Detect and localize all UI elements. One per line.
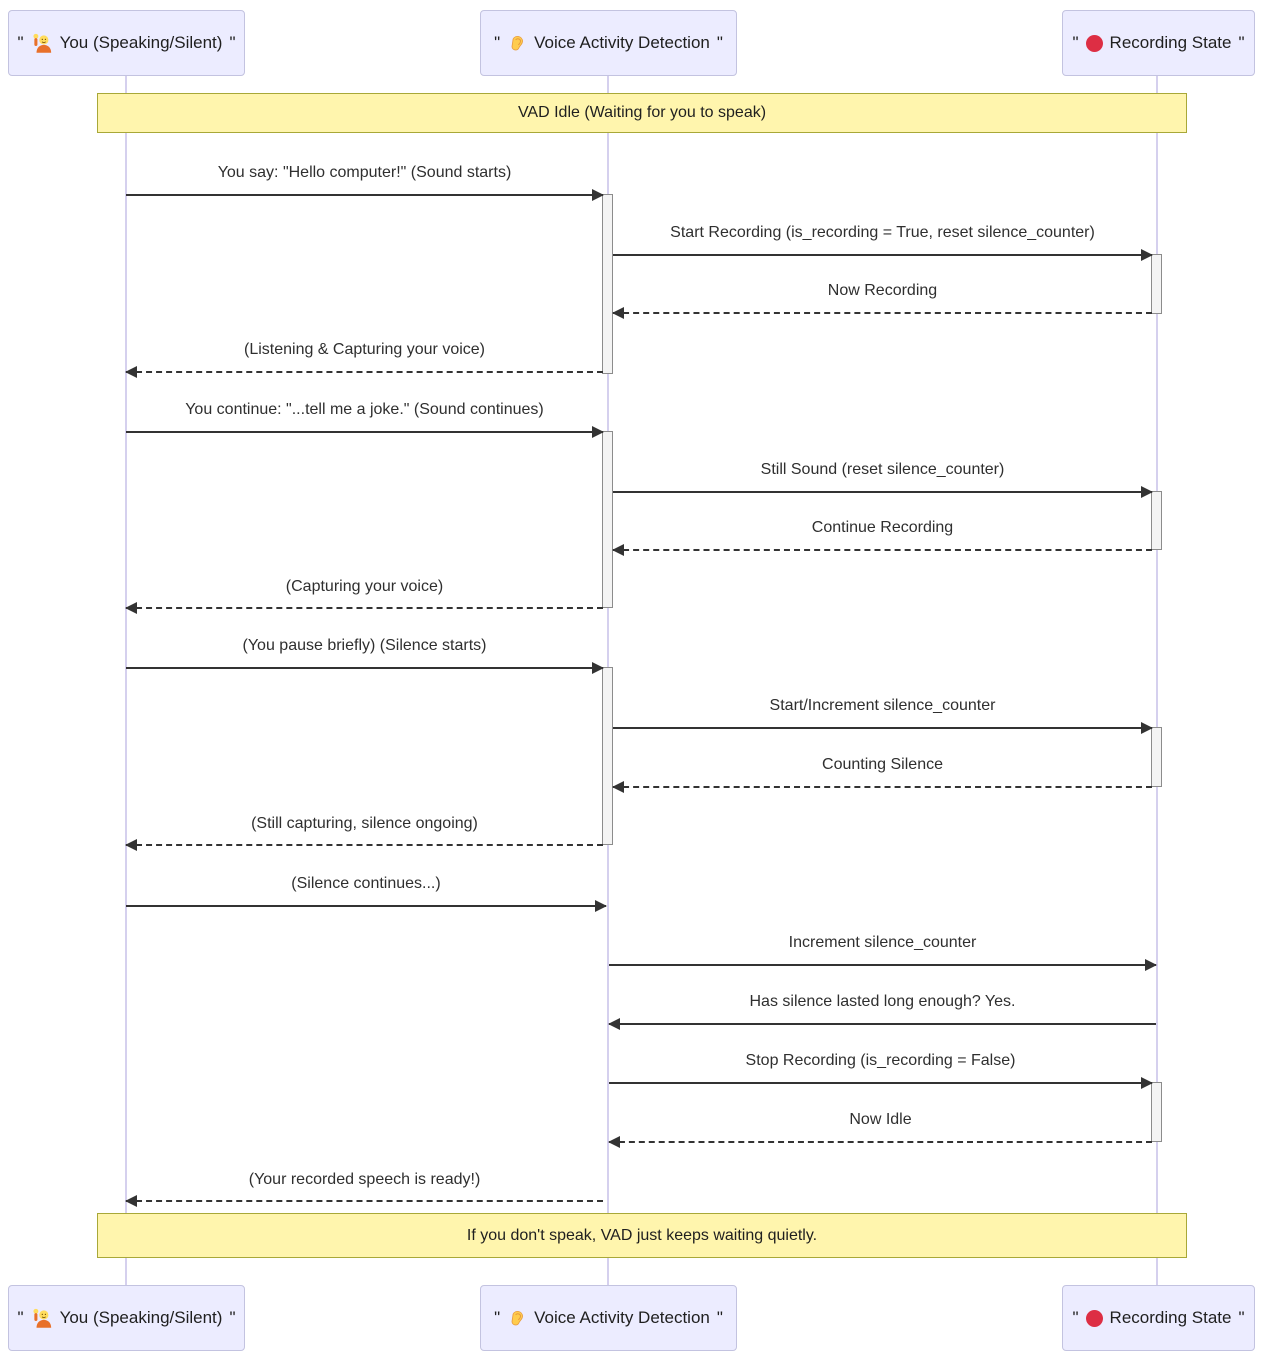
close-quote: " xyxy=(716,33,723,52)
note-text: VAD Idle (Waiting for you to speak) xyxy=(517,104,767,121)
message-label: (You pause briefly) (Silence starts) xyxy=(242,637,487,654)
message-label: You continue: "...tell me a joke." (Soun… xyxy=(185,401,544,418)
arrowhead-icon xyxy=(125,602,137,614)
open-quote: " xyxy=(1072,33,1079,52)
arrowhead-icon xyxy=(1141,486,1153,498)
activation-bar-recording xyxy=(1151,727,1162,787)
message-label: Counting Silence xyxy=(822,756,943,773)
participant-label: Recording State xyxy=(1109,33,1232,52)
message-arrow xyxy=(608,1136,1152,1148)
arrowhead-icon xyxy=(612,781,624,793)
message-arrow xyxy=(612,307,1152,319)
close-quote: " xyxy=(1238,33,1245,52)
close-quote: " xyxy=(229,1308,236,1327)
lifeline-recording xyxy=(1156,76,1158,1285)
arrowhead-icon xyxy=(125,1195,137,1207)
participant-box-vad-bottom: " Voice Activity Detection " xyxy=(480,1285,737,1351)
participant-label: Voice Activity Detection xyxy=(534,33,710,52)
message-arrow xyxy=(613,486,1153,498)
message-arrow xyxy=(125,366,603,378)
message-label: (Your recorded speech is ready!) xyxy=(248,1171,481,1188)
arrowhead-icon xyxy=(608,1136,620,1148)
participant-box-vad-top: " Voice Activity Detection " xyxy=(480,10,737,76)
participant-label: You (Speaking/Silent) xyxy=(59,1308,223,1327)
arrowhead-icon xyxy=(1141,249,1153,261)
message-arrow xyxy=(613,249,1153,261)
arrowhead-icon xyxy=(612,307,624,319)
open-quote: " xyxy=(494,1308,501,1327)
message-label: You say: "Hello computer!" (Sound starts… xyxy=(217,164,512,181)
close-quote: " xyxy=(229,33,236,52)
participant-box-you-bottom: " You (Speaking/Silent) " xyxy=(8,1285,245,1351)
person-raising-hand-icon xyxy=(31,1307,53,1329)
message-label: (Silence continues...) xyxy=(291,875,441,892)
red-circle-icon xyxy=(1085,1309,1103,1327)
person-raising-hand-icon xyxy=(31,32,53,54)
message-arrow xyxy=(126,662,604,674)
arrowhead-icon xyxy=(595,900,607,912)
message-arrow xyxy=(609,1077,1153,1089)
participant-label: Voice Activity Detection xyxy=(534,1308,710,1327)
arrowhead-icon xyxy=(592,189,604,201)
ear-icon xyxy=(507,1308,527,1328)
message-arrow xyxy=(125,839,603,851)
message-arrow xyxy=(125,1195,603,1207)
close-quote: " xyxy=(716,1308,723,1327)
arrowhead-icon xyxy=(1141,1077,1153,1089)
message-arrow xyxy=(126,426,604,438)
activation-bar-recording xyxy=(1151,1082,1162,1142)
message-arrow xyxy=(126,189,604,201)
activation-bar-recording xyxy=(1151,491,1162,550)
message-label: Start Recording (is_recording = True, re… xyxy=(670,224,1095,241)
message-label: (Listening & Capturing your voice) xyxy=(243,341,485,358)
arrowhead-icon xyxy=(125,839,137,851)
activation-bar-recording xyxy=(1151,254,1162,314)
close-quote: " xyxy=(1238,1308,1245,1327)
open-quote: " xyxy=(1072,1308,1079,1327)
open-quote: " xyxy=(494,33,501,52)
participant-box-recording-top: " Recording State " xyxy=(1062,10,1255,76)
message-label: Start/Increment silence_counter xyxy=(769,697,996,714)
message-arrow xyxy=(612,544,1152,556)
message-arrow xyxy=(609,959,1157,971)
message-label: Has silence lasted long enough? Yes. xyxy=(749,993,1016,1010)
message-arrow xyxy=(126,900,607,912)
open-quote: " xyxy=(17,1308,24,1327)
ear-icon xyxy=(507,33,527,53)
message-arrow xyxy=(612,781,1152,793)
message-arrow xyxy=(608,1018,1156,1030)
message-label: Stop Recording (is_recording = False) xyxy=(745,1052,1016,1069)
arrowhead-icon xyxy=(125,366,137,378)
activation-bar-vad xyxy=(602,667,613,845)
participant-box-you-top: " You (Speaking/Silent) " xyxy=(8,10,245,76)
participant-label: You (Speaking/Silent) xyxy=(59,33,223,52)
message-label: Now Idle xyxy=(849,1111,912,1128)
red-circle-icon xyxy=(1085,34,1103,52)
note-keeps-waiting: If you don't speak, VAD just keeps waiti… xyxy=(97,1213,1187,1258)
note-text: If you don't speak, VAD just keeps waiti… xyxy=(466,1226,818,1244)
message-label: (Still capturing, silence ongoing) xyxy=(251,815,478,832)
message-arrow xyxy=(613,722,1153,734)
message-label: Now Recording xyxy=(827,282,938,299)
arrowhead-icon xyxy=(612,544,624,556)
arrowhead-icon xyxy=(592,662,604,674)
arrowhead-icon xyxy=(1141,722,1153,734)
activation-bar-vad xyxy=(602,431,613,608)
note-vad-idle: VAD Idle (Waiting for you to speak) xyxy=(97,93,1187,133)
message-label: Increment silence_counter xyxy=(788,934,977,951)
lifeline-you xyxy=(125,76,127,1285)
arrowhead-icon xyxy=(1145,959,1157,971)
open-quote: " xyxy=(17,33,24,52)
message-label: Continue Recording xyxy=(811,519,954,536)
activation-bar-vad xyxy=(602,194,613,374)
arrowhead-icon xyxy=(592,426,604,438)
message-arrow xyxy=(125,602,603,614)
message-label: (Capturing your voice) xyxy=(285,578,444,595)
message-label: Still Sound (reset silence_counter) xyxy=(760,461,1005,478)
participant-label: Recording State xyxy=(1109,1308,1232,1327)
arrowhead-icon xyxy=(608,1018,620,1030)
participant-box-recording-bottom: " Recording State " xyxy=(1062,1285,1255,1351)
